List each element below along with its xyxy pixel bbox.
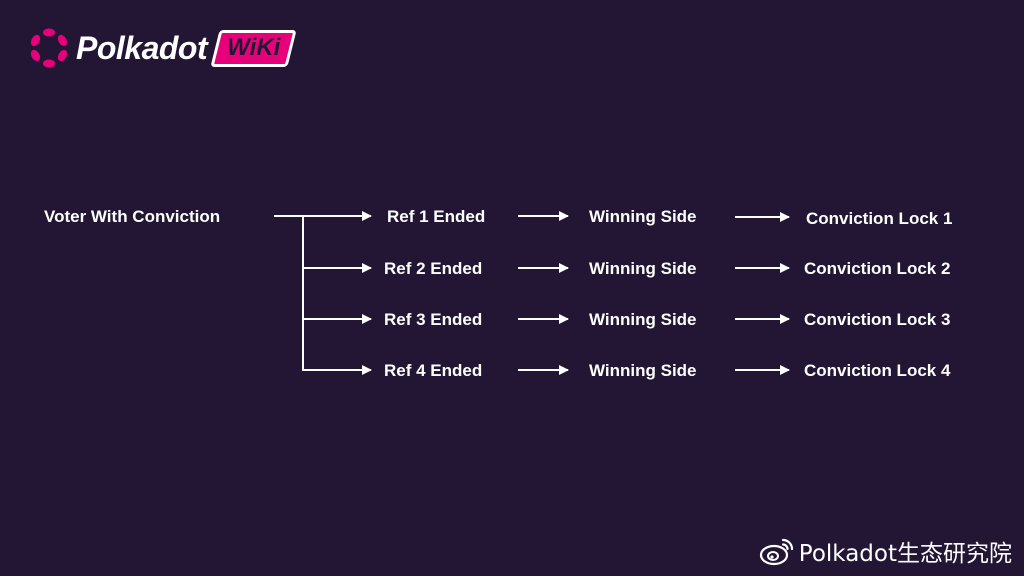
conviction-lock-label-2: Conviction Lock 2 <box>804 259 950 278</box>
winning-side-label-4: Winning Side <box>589 361 697 380</box>
ref-ended-label-2: Ref 2 Ended <box>384 259 482 278</box>
polkadot-logo-icon <box>30 28 68 68</box>
source-node-label: Voter With Conviction <box>44 207 220 226</box>
weibo-icon <box>759 538 793 566</box>
winning-side-label-2: Winning Side <box>589 259 697 278</box>
ref-ended-label-1: Ref 1 Ended <box>387 207 485 226</box>
conviction-lock-label-4: Conviction Lock 4 <box>804 361 951 380</box>
polkadot-wiki-logo: Polkadot WiKi <box>28 26 297 70</box>
ref-ended-label-3: Ref 3 Ended <box>384 310 482 329</box>
conviction-lock-label-1: Conviction Lock 1 <box>806 209 952 228</box>
ref-ended-label-4: Ref 4 Ended <box>384 361 482 380</box>
conviction-lock-label-3: Conviction Lock 3 <box>804 310 950 329</box>
winning-side-label-3: Winning Side <box>589 310 697 329</box>
weibo-watermark: Polkadot生态研究院 <box>759 534 1012 568</box>
watermark-text: Polkadot生态研究院 <box>798 541 1012 567</box>
winning-side-label-1: Winning Side <box>589 207 697 226</box>
brand-name: Polkadot <box>76 30 208 66</box>
